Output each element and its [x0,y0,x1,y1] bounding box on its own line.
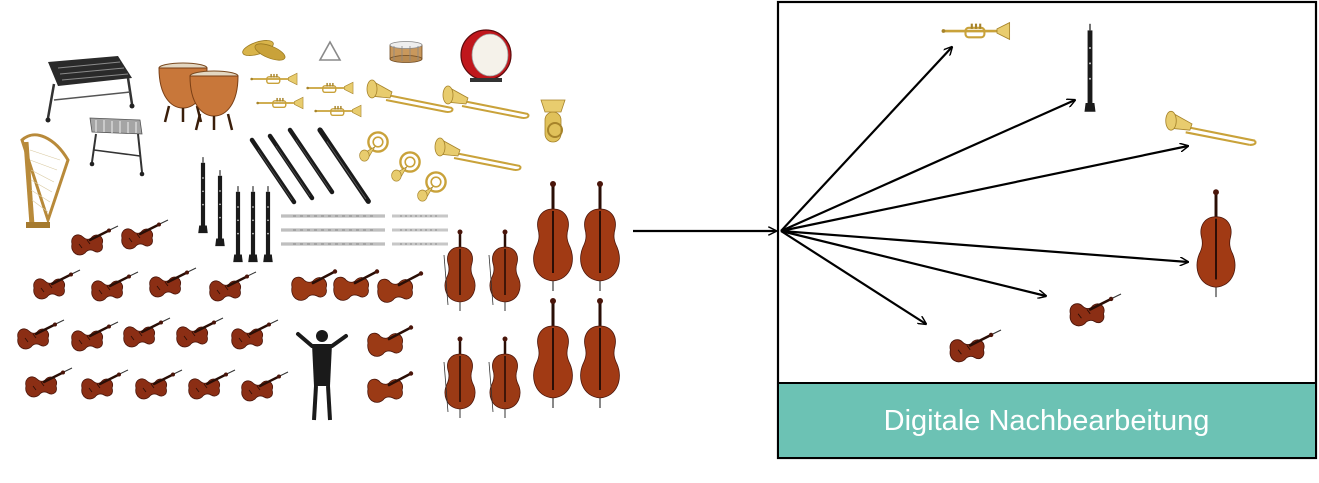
glockenspiel-icon [89,117,145,177]
oboe-icon [197,156,226,247]
bassoon-icon [252,130,368,202]
conductor-icon [296,330,348,421]
arrow-to-trombone [780,146,1188,233]
cello-icon [442,228,522,420]
trombone-icon [366,79,530,171]
cymbals-icon [242,40,286,61]
orchestra-cluster [16,29,621,421]
arrow-to-violin-mid [780,229,1046,296]
double-bass-icon [532,179,621,410]
arrow-to-trumpet [780,47,952,232]
clarinet-icon [232,185,274,263]
piccolo-icon [390,214,450,246]
tuba-icon [540,99,566,143]
arrow-to-clarinet [780,100,1075,233]
triangle-icon [318,40,342,61]
flute-icon [279,214,387,246]
spread-arrows [780,47,1188,324]
violin-icon [16,218,290,403]
arrow-to-violin-low [780,230,926,324]
xylophone-icon [45,56,135,123]
panel-label-bar [779,383,1315,457]
trumpet-icon [249,72,362,118]
timpani-icon [157,61,240,132]
output-panel [776,0,1318,460]
viola-icon [290,267,425,404]
bass-drum-icon [460,29,512,82]
french-horn-icon [358,131,447,203]
harp-icon [20,133,70,228]
snare-drum-icon [389,41,423,63]
arrow-to-double-bass [780,229,1188,262]
